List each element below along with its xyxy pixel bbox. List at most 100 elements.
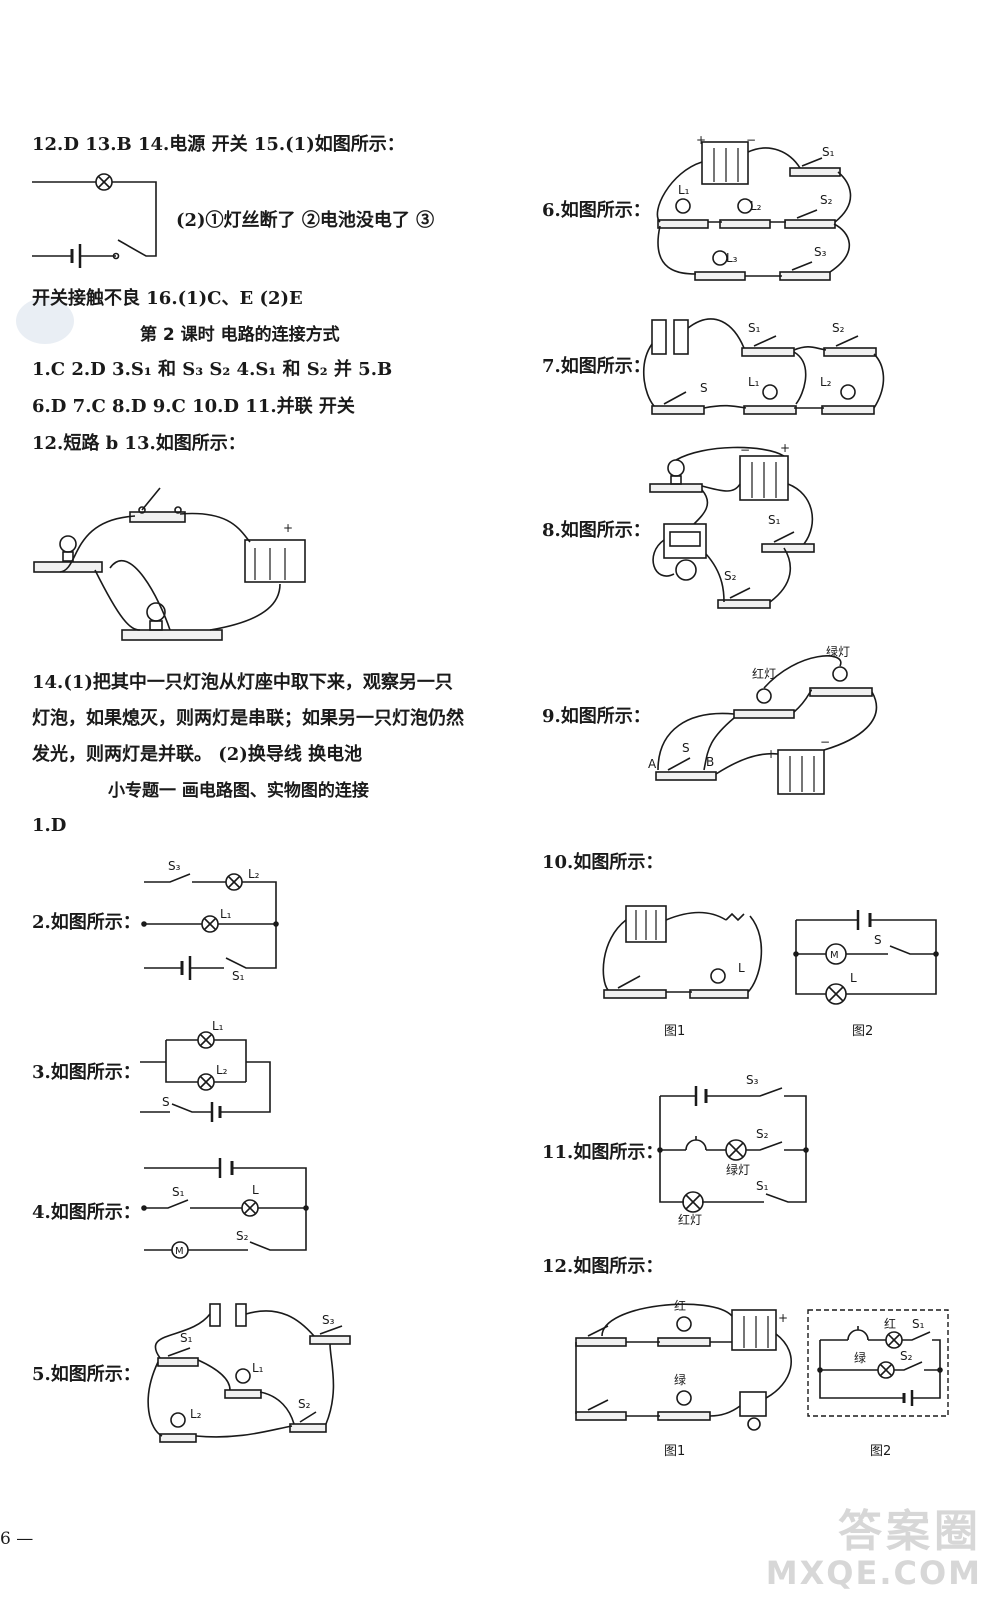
label-m: M xyxy=(830,950,839,961)
label-s1: S₁ xyxy=(232,969,245,983)
label-green-lamp: 绿灯 xyxy=(826,644,850,659)
q2-circuit-diagram: S₃ L₂ L₁ S₁ xyxy=(141,859,279,983)
q12-fig2-caption: 图2 xyxy=(870,1444,892,1459)
q12-fig1-caption: 图1 xyxy=(664,1444,686,1459)
label-l2: L₂ xyxy=(216,1063,228,1077)
answer-q12-label: 12.如图所示： xyxy=(542,1256,664,1277)
q10-fig2-caption: 图2 xyxy=(852,1024,874,1039)
answer-q9-label: 9.如图所示： xyxy=(542,706,651,727)
q12-wiring-picture: + 红 绿 xyxy=(575,1298,792,1431)
label-s2: S₂ xyxy=(900,1349,913,1363)
q10-circuit-diagram: M S L xyxy=(793,910,939,1005)
label-l2: L₂ xyxy=(750,199,762,213)
watermark-line-1: 答案圈 xyxy=(838,1506,982,1557)
answer-line-9: 发光，则两灯是并联。 (2)换导线 换电池 xyxy=(32,744,363,765)
label-s2: S₂ xyxy=(756,1127,769,1141)
label-red: 红 xyxy=(674,1298,686,1313)
q10-wiring-picture: L xyxy=(602,905,763,999)
label-l: L xyxy=(738,961,745,975)
q13-wiring-picture: + xyxy=(33,487,306,641)
answer-line-3: 开关接触不良 16.(1)C、E (2)E xyxy=(32,288,303,309)
label-s2: S₂ xyxy=(724,569,737,583)
q15-circuit-diagram xyxy=(32,173,157,268)
answer-q4-label: 4.如图所示： xyxy=(32,1202,141,1223)
label-s: S xyxy=(874,933,882,947)
answer-q7-label: 7.如图所示： xyxy=(542,356,651,377)
label-a: A xyxy=(648,757,657,771)
section-title-topic-1: 小专题一 画电路图、实物图的连接 xyxy=(108,781,369,801)
label-s: S xyxy=(682,741,690,755)
answer-q1: 1.D xyxy=(32,815,67,836)
label-green-lamp: 绿灯 xyxy=(726,1162,750,1177)
svg-text:+: + xyxy=(283,521,293,535)
answer-line-8: 灯泡，如果熄灭，则两灯是串联；如果另一只灯泡仍然 xyxy=(32,708,464,729)
watermark-line-2: MXQE.COM xyxy=(765,1554,982,1592)
label-s1: S₁ xyxy=(172,1185,185,1199)
label-s1: S₁ xyxy=(180,1331,193,1345)
label-l1: L₁ xyxy=(748,375,760,389)
q3-circuit-diagram: L₁ L₂ S xyxy=(140,1019,271,1122)
label-l2: L₂ xyxy=(190,1407,202,1421)
q8-wiring-picture: −+ S₁ S₂ xyxy=(649,441,815,609)
label-s2: S₂ xyxy=(832,321,845,335)
answer-line-7: 14.(1)把其中一只灯泡从灯座中取下来，观察另一只 xyxy=(32,672,453,693)
label-l3: L₃ xyxy=(726,251,738,265)
label-l2: L₂ xyxy=(248,867,260,881)
answer-q3-label: 3.如图所示： xyxy=(32,1062,141,1083)
q11-circuit-diagram: S₃ S₂ 绿灯 S₁ 红灯 xyxy=(657,1073,809,1227)
section-title-lesson-2: 第 2 课时 电路的连接方式 xyxy=(140,325,340,345)
label-l1: L₁ xyxy=(212,1019,224,1033)
answer-line-5: 6.D 7.C 8.D 9.C 10.D 11.并联 开关 xyxy=(32,396,355,417)
answer-line-6: 12.短路 b 13.如图所示： xyxy=(32,433,246,454)
label-red-lamp: 红灯 xyxy=(752,666,776,681)
answer-q8-label: 8.如图所示： xyxy=(542,520,651,541)
label-s1: S₁ xyxy=(768,513,781,527)
answer-q6-label: 6.如图所示： xyxy=(542,200,651,221)
page-number: 6 — xyxy=(0,1529,34,1549)
label-s: S xyxy=(700,381,708,395)
q12-circuit-diagram: 红 S₁ 绿 S₂ xyxy=(807,1309,949,1417)
label-s3: S₃ xyxy=(322,1313,335,1327)
label-l: L xyxy=(850,971,857,985)
label-b: B xyxy=(706,755,714,769)
label-s1: S₁ xyxy=(912,1317,925,1331)
svg-text:−: − xyxy=(740,443,750,457)
answer-q5-label: 5.如图所示： xyxy=(32,1364,141,1385)
svg-text:+: + xyxy=(778,1311,788,1325)
label-s2: S₂ xyxy=(820,193,833,207)
q5-wiring-picture: S₁ S₃ L₁ L₂ S₂ xyxy=(147,1303,351,1443)
answer-q10-label: 10.如图所示： xyxy=(542,852,664,873)
answer-line-2: (2)①灯丝断了 ②电池没电了 ③ xyxy=(176,210,435,231)
label-l1: L₁ xyxy=(220,907,232,921)
label-s2: S₂ xyxy=(236,1229,249,1243)
label-s1: S₁ xyxy=(756,1179,769,1193)
q10-fig1-caption: 图1 xyxy=(664,1024,686,1039)
q6-wiring-picture: + − L₁ L₂ L₃ S₁ S₂ S₃ xyxy=(656,133,852,281)
label-s: S xyxy=(162,1095,170,1109)
answer-q11-label: 11.如图所示： xyxy=(542,1142,664,1163)
label-s2: S₂ xyxy=(298,1397,311,1411)
q9-wiring-picture: +− 红灯 绿灯 S A B xyxy=(648,644,878,795)
label-l1: L₁ xyxy=(678,183,690,197)
label-green: 绿 xyxy=(854,1350,866,1365)
stamp-mark xyxy=(16,298,74,344)
label-s1: S₁ xyxy=(822,145,835,159)
answer-line-1: 12.D 13.B 14.电源 开关 15.(1)如图所示： xyxy=(32,134,405,155)
label-red: 红 xyxy=(884,1316,896,1331)
q7-wiring-picture: S₁ S₂ S L₁ L₂ xyxy=(642,318,885,415)
svg-text:−: − xyxy=(820,735,830,749)
label-s3: S₃ xyxy=(168,859,181,873)
label-red-lamp: 红灯 xyxy=(678,1212,702,1227)
svg-text:+: + xyxy=(696,133,706,147)
label-green: 绿 xyxy=(674,1372,686,1387)
answer-line-4: 1.C 2.D 3.S₁ 和 S₃ S₂ 4.S₁ 和 S₂ 并 5.B xyxy=(32,359,393,380)
svg-text:M: M xyxy=(175,1246,184,1257)
label-l2: L₂ xyxy=(820,375,832,389)
label-s3: S₃ xyxy=(814,245,827,259)
svg-text:−: − xyxy=(746,133,756,147)
q4-circuit-diagram: M S₁ L S₂ xyxy=(141,1158,309,1259)
answer-q2-label: 2.如图所示： xyxy=(32,912,141,933)
watermark: 答案圈 MXQE.COM xyxy=(765,1506,982,1592)
label-l: L xyxy=(252,1183,259,1197)
label-l1: L₁ xyxy=(252,1361,264,1375)
